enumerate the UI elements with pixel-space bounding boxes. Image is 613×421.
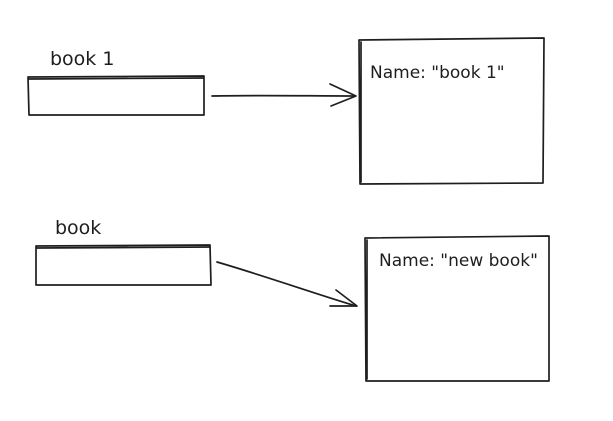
- object-box-1: [358, 37, 545, 185]
- variable-box-book: [35, 244, 212, 286]
- variable-label-book-1: book 1: [50, 48, 114, 70]
- object-text-1: Name: "book 1": [370, 63, 505, 83]
- object-box-2: [364, 235, 550, 382]
- variable-box-book-1: [27, 75, 205, 116]
- pointer-arrow-2: [216, 261, 358, 307]
- pointer-arrow-1: [211, 83, 357, 107]
- variable-label-book: book: [55, 217, 101, 239]
- arrow-head-2: [329, 289, 358, 307]
- arrow-head-1: [329, 83, 357, 107]
- arrow-shaft-2: [216, 261, 357, 307]
- object-text-2: Name: "new book": [379, 251, 538, 271]
